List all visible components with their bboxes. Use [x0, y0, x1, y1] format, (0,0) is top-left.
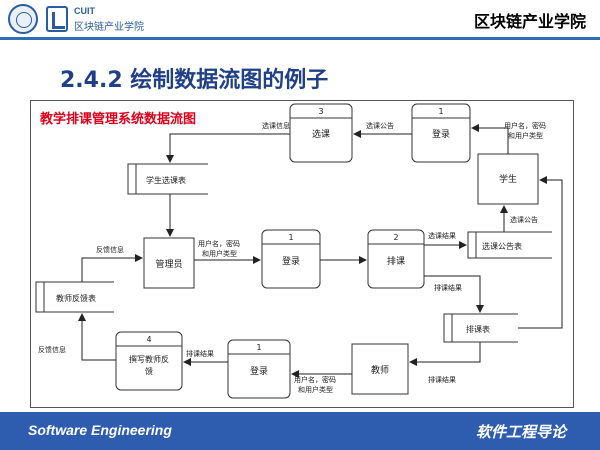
university-seal-icon [8, 4, 38, 34]
store-label: 教师反馈表 [56, 293, 96, 303]
entity-label: 管理员 [155, 258, 182, 270]
flow-label: 和用户类型 [298, 385, 333, 394]
store-label: 排课表 [466, 324, 490, 334]
header-title: 区块链产业学院 [473, 12, 586, 31]
logo-text-en: CUIT [74, 6, 95, 16]
flow-label: 选课信息 [262, 121, 290, 130]
flow-label: 排课结果 [428, 375, 456, 384]
process-label: 登录 [432, 129, 450, 140]
process-label: 撰写教师反 [129, 354, 169, 364]
flow-feedback-to-store [78, 313, 116, 361]
process-login-top: 1 登录 [411, 103, 471, 163]
flow-label: 用户名，密码 [198, 239, 240, 248]
flow-label: 和用户类型 [508, 131, 543, 140]
flow-schedule-table-to-teacher [409, 342, 481, 366]
flow-label: 排课结果 [434, 283, 462, 292]
slide-title: 2.4.2 绘制数据流图的例子 [60, 68, 329, 93]
process-label: 登录 [250, 366, 268, 377]
entity-student: 学生 [477, 153, 539, 205]
process-number: 1 [256, 343, 261, 352]
flow-label: 选课结果 [428, 231, 456, 240]
entity-label: 教师 [371, 364, 389, 376]
process-label: 排课 [387, 255, 405, 267]
data-flow-diagram: 3 选课 1 登录 学生 学生选课表 管理员 1 登录 2 排课 [30, 100, 574, 408]
logo-text-cn: 区块链产业学院 [74, 22, 144, 33]
process-number: 3 [318, 107, 323, 116]
process-schedule: 2 排课 [367, 229, 425, 289]
flow-label: 用户名，密码 [504, 121, 546, 130]
process-number: 1 [288, 233, 293, 242]
flow-label: 反馈信息 [38, 345, 66, 354]
process-login-mid: 1 登录 [261, 229, 321, 289]
store-label: 选课公告表 [482, 241, 522, 251]
store-teacher-feedback-table: 教师反馈表 [35, 281, 114, 313]
process-login-bottom: 1 登录 [227, 339, 291, 399]
flow-schedule-to-schedule-table [424, 275, 484, 313]
flow-label: 和用户类型 [202, 249, 237, 258]
flow-label: 排课结果 [186, 349, 214, 358]
cuit-logo-icon [46, 6, 68, 32]
footer-course-en: Software Engineering [28, 422, 172, 438]
process-label-line2: 馈 [145, 366, 153, 376]
store-course-announcement-table: 选课公告表 [467, 231, 552, 259]
store-student-course-table: 学生选课表 [127, 163, 208, 195]
process-write-feedback: 4 撰写教师反 馈 [115, 331, 183, 391]
flow-schedule-table-to-student [518, 176, 563, 329]
slide-footer: Software Engineering 软件工程导论 [0, 412, 600, 450]
process-label: 选课 [312, 128, 330, 140]
flow-select-to-store [166, 133, 290, 163]
entity-teacher: 教师 [351, 343, 409, 395]
store-schedule-table: 排课表 [443, 313, 518, 343]
process-label: 登录 [282, 256, 300, 267]
flow-label: 反馈信息 [96, 245, 124, 254]
slide-header: CUIT 区块链产业学院 区块链产业学院 [0, 0, 600, 40]
flow-label: 用户名，密码 [294, 375, 336, 384]
flow-student-to-login [471, 124, 509, 154]
process-number: 2 [393, 233, 398, 242]
diagram-caption: 教学排课管理系统数据流图 [40, 112, 197, 127]
flow-feedback-store-to-admin [81, 254, 143, 282]
process-number: 4 [146, 335, 151, 344]
entity-admin: 管理员 [143, 237, 195, 289]
entity-label: 学生 [499, 173, 517, 185]
process-number: 1 [438, 107, 443, 116]
store-label: 学生选课表 [146, 175, 186, 185]
process-select-course: 3 选课 [289, 103, 353, 163]
flow-label: 选课公告 [510, 215, 538, 224]
flow-label: 选课公告 [366, 121, 394, 130]
footer-course-cn: 软件工程导论 [475, 423, 566, 441]
